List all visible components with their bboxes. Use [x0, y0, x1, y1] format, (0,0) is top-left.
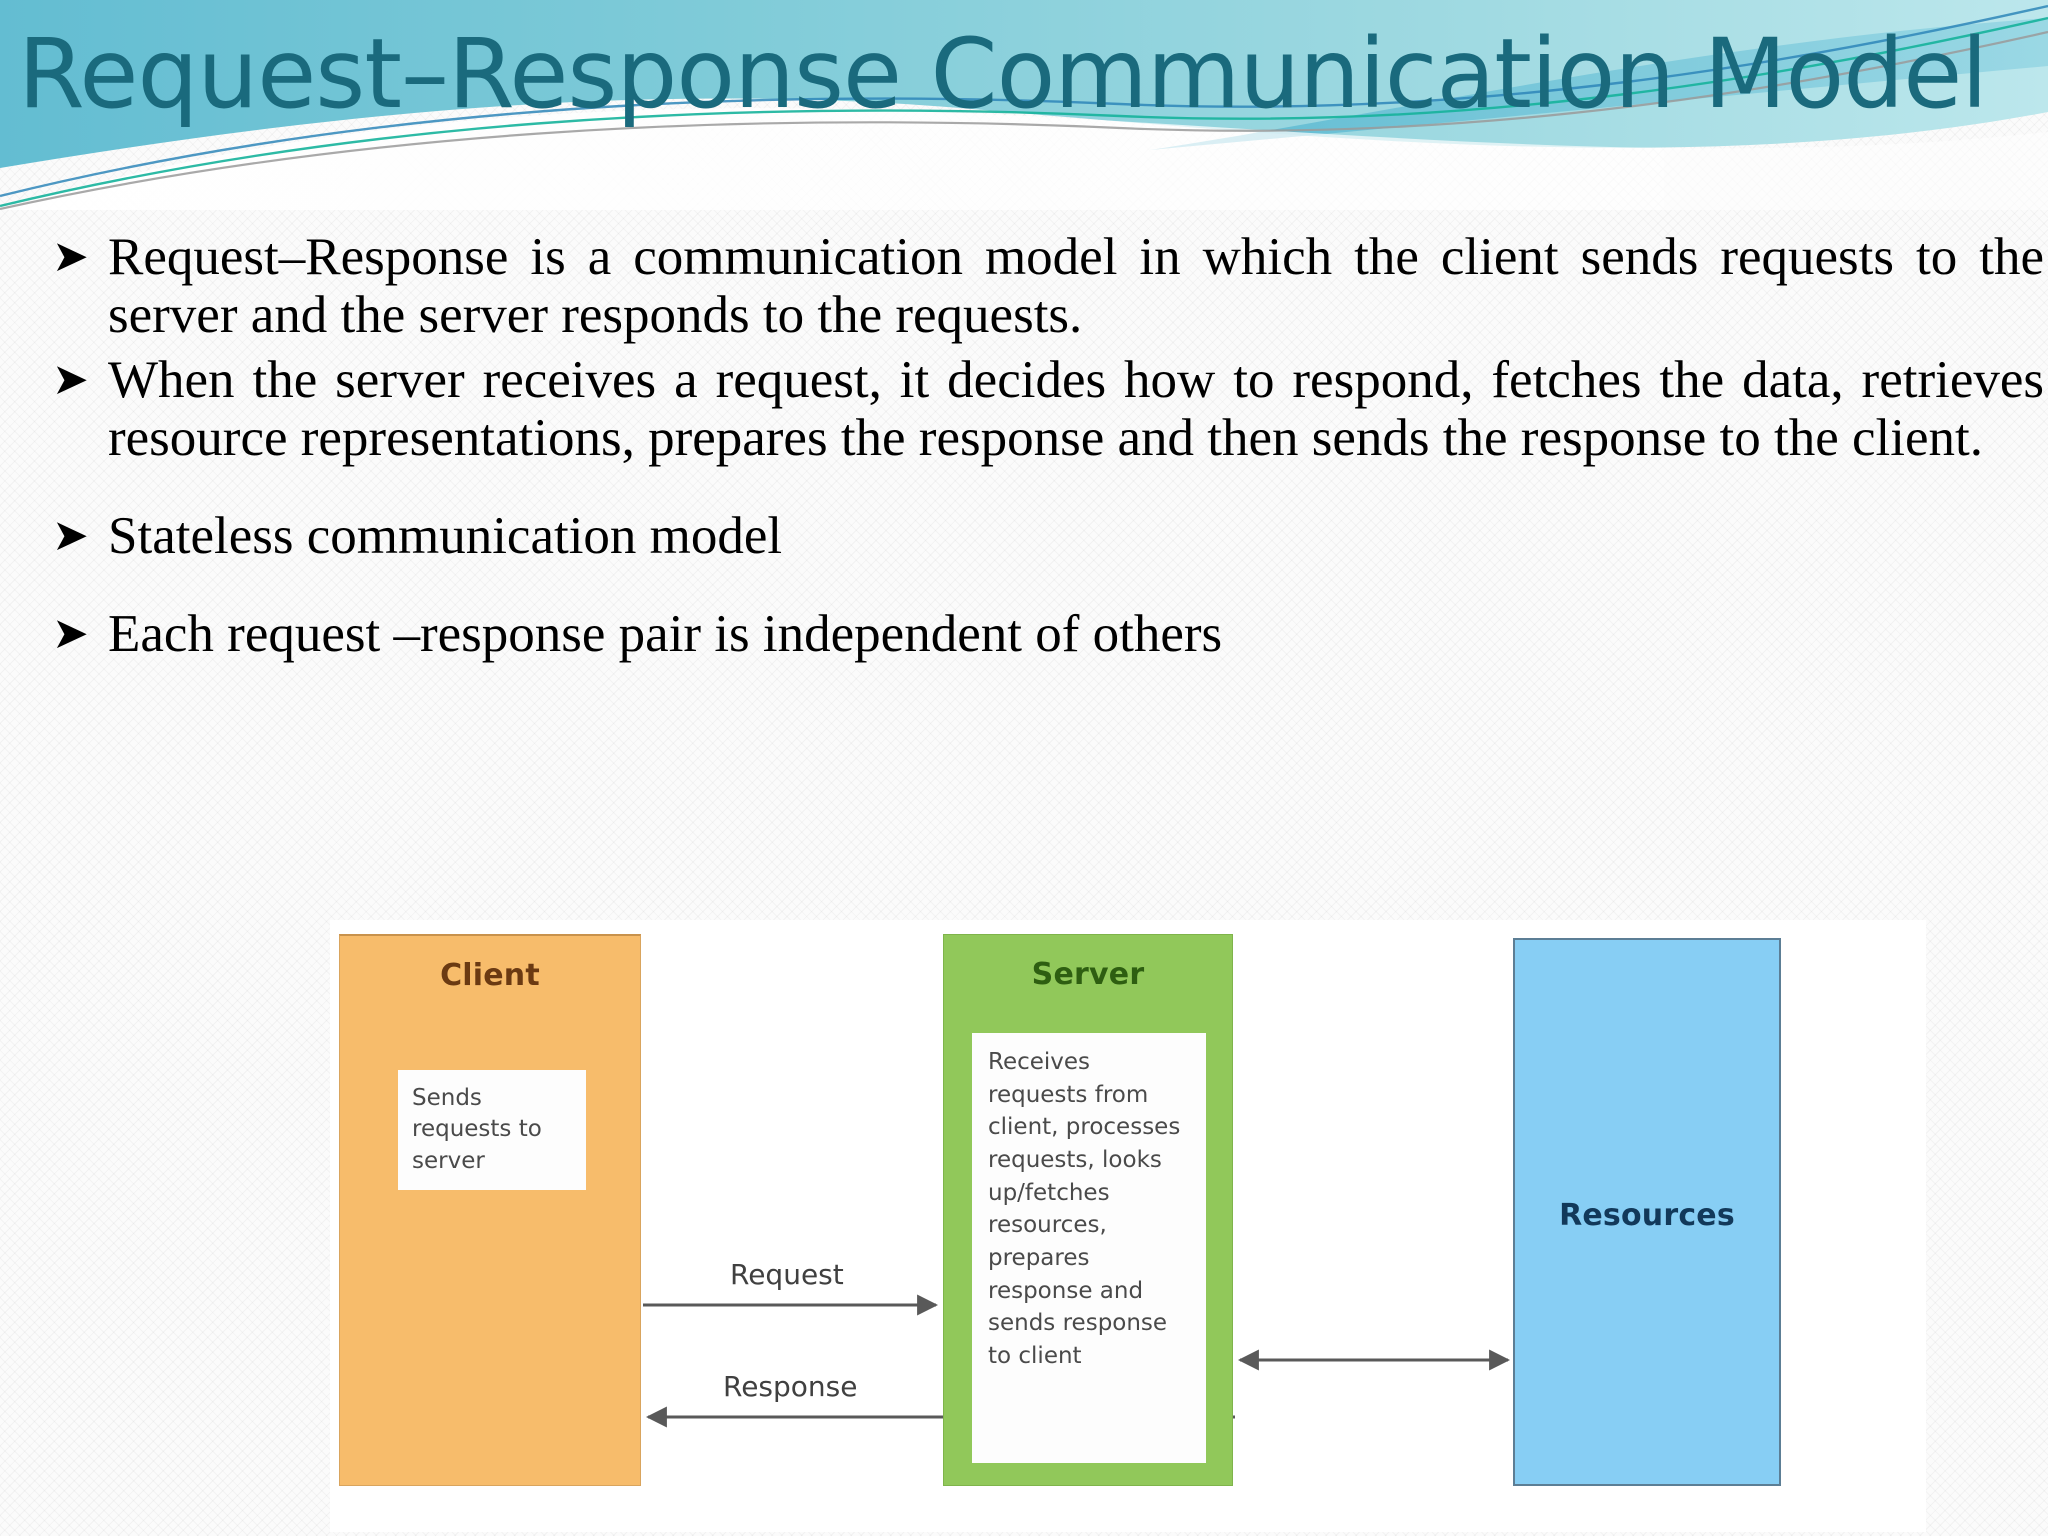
server-note: Receives requests from client, processes…	[972, 1033, 1206, 1463]
bullet-list: ➤ Request–Response is a communication mo…	[52, 228, 2044, 670]
list-item: ➤ Request–Response is a communication mo…	[52, 228, 2044, 345]
list-item-text: When the server receives a request, it d…	[108, 350, 2044, 467]
response-arrow-label: Response	[723, 1370, 858, 1403]
server-box: Server Receives requests from client, pr…	[943, 934, 1233, 1486]
list-item: ➤ Each request –response pair is indepen…	[52, 605, 2044, 663]
list-item-text: Stateless communication model	[108, 507, 783, 566]
bullet-arrow-icon: ➤	[52, 353, 89, 405]
list-item: ➤ When the server receives a request, it…	[52, 351, 2044, 468]
diagram-content: Client Sends requests to server Request …	[330, 920, 1926, 1532]
resources-box: Resources	[1513, 938, 1781, 1486]
list-item: ➤ Stateless communication model	[52, 507, 2044, 565]
list-item-text: Each request –response pair is independe…	[108, 605, 1223, 664]
client-box-title: Client	[440, 958, 540, 993]
page-title: Request–Response Communication Model	[18, 18, 1988, 130]
client-note: Sends requests to server	[398, 1070, 586, 1190]
spacer	[52, 473, 2044, 507]
request-response-diagram: Client Sends requests to server Request …	[330, 920, 1926, 1532]
resources-box-title: Resources	[1559, 1198, 1735, 1233]
bullet-arrow-icon: ➤	[52, 608, 89, 660]
bullet-arrow-icon: ➤	[52, 231, 89, 282]
spacer	[52, 571, 2044, 605]
client-box: Client Sends requests to server	[339, 934, 641, 1486]
server-box-title: Server	[1031, 957, 1145, 992]
list-item-text: Request–Response is a communication mode…	[108, 228, 2044, 345]
bullet-arrow-icon: ➤	[52, 510, 89, 562]
request-arrow-label: Request	[730, 1258, 844, 1291]
